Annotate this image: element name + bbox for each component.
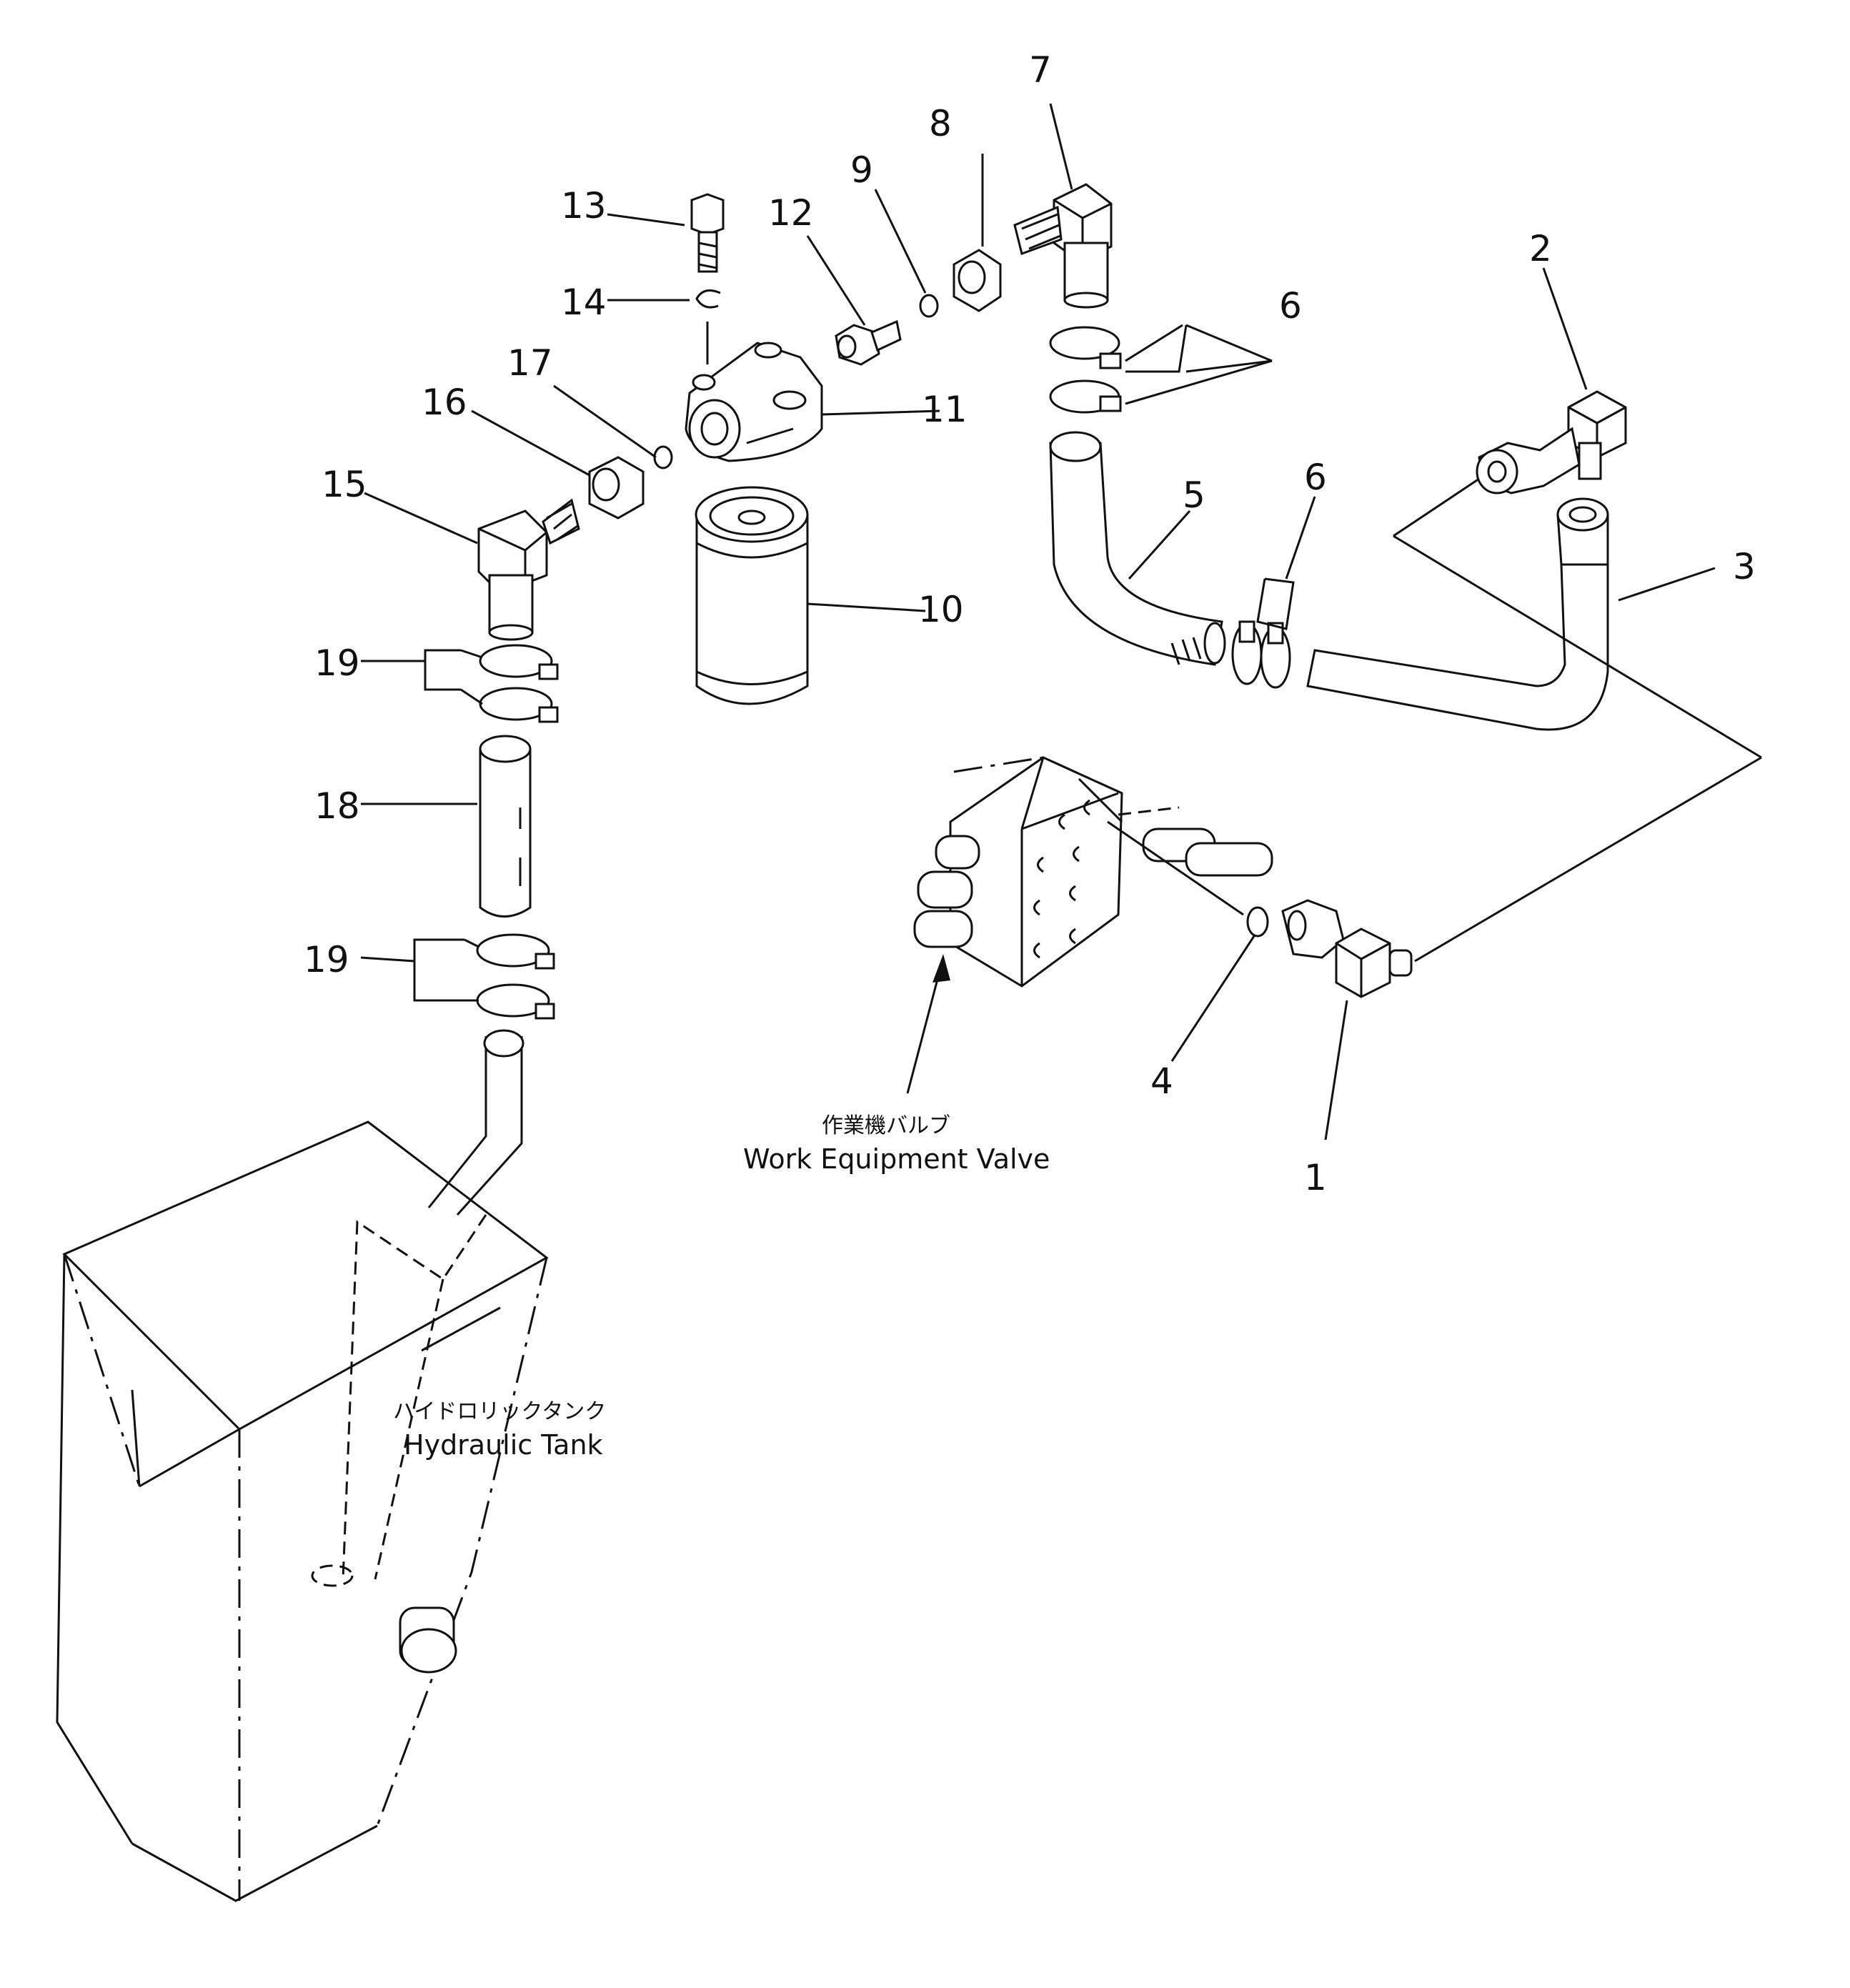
part-label-15: 15 [322,464,367,505]
work-valve-caption-jp: 作業機バルブ [822,1113,950,1138]
part-label-19: 19 [314,642,360,684]
part-label-8: 8 [929,103,952,144]
tank-port-plug [399,1606,457,1674]
elbow-fitting-15 [477,498,580,641]
tank-inlet-pipe [427,1029,524,1216]
o-ring-17 [653,445,673,469]
elbow-fitting-2 [1476,390,1627,494]
o-ring-9 [919,294,939,318]
routing-lines [1078,477,1762,963]
part-label-17: 17 [507,342,553,384]
part-label-5: 5 [1183,474,1205,516]
leader-lines [360,103,1716,1140]
hose-clamp-6-upper [1049,326,1122,414]
part-labels: 1 2 3 4 5 6 6 7 8 9 10 11 12 13 14 15 16… [304,49,1756,1198]
part-label-16: 16 [422,382,467,423]
lock-washer-14 [695,289,721,309]
nipple-12 [835,319,902,366]
hose-3 [1306,497,1609,731]
filter-head-11 [685,342,823,462]
part-label-2: 2 [1529,228,1552,269]
work-equipment-valve [906,756,1273,1094]
tank-caption-jp: ハイドロリックタンク [393,1399,606,1424]
hydraulic-tank [56,1120,549,1902]
tank-caption-en: Hydraulic Tank [404,1429,603,1461]
hose-clamp-6-lower [1231,620,1291,689]
part-label-6: 6 [1279,285,1302,327]
part-label-14: 14 [561,282,607,323]
part-label-11: 11 [922,389,968,430]
part-label-7: 7 [1029,49,1052,91]
part-label-4: 4 [1150,1060,1173,1102]
nut-16 [588,456,645,520]
o-ring-4 [1246,906,1269,938]
captions: 作業機バルブ Work Equipment Valve ハイドロリックタンク H… [393,1113,1050,1461]
nut-8 [953,249,1002,312]
part-label-1: 1 [1304,1157,1327,1198]
part-label-19: 19 [304,939,349,980]
elbow-fitting-7 [1013,183,1113,309]
elbow-fitting-1 [1281,899,1413,998]
part-label-12: 12 [768,192,814,234]
hose-5 [1049,431,1226,666]
work-valve-caption-en: Work Equipment Valve [743,1143,1050,1175]
hose-18 [479,735,532,918]
hose-clamp-19-upper [479,644,559,723]
hose-clamp-19-lower [476,933,555,1020]
part-label-10: 10 [918,589,964,630]
part-label-13: 13 [561,185,607,227]
part-label-3: 3 [1733,546,1756,587]
part-label-18: 18 [314,785,360,827]
bolt-13 [690,193,725,273]
part-label-6: 6 [1304,457,1327,498]
filter-cartridge-10 [695,486,809,705]
part-label-9: 9 [850,149,873,191]
